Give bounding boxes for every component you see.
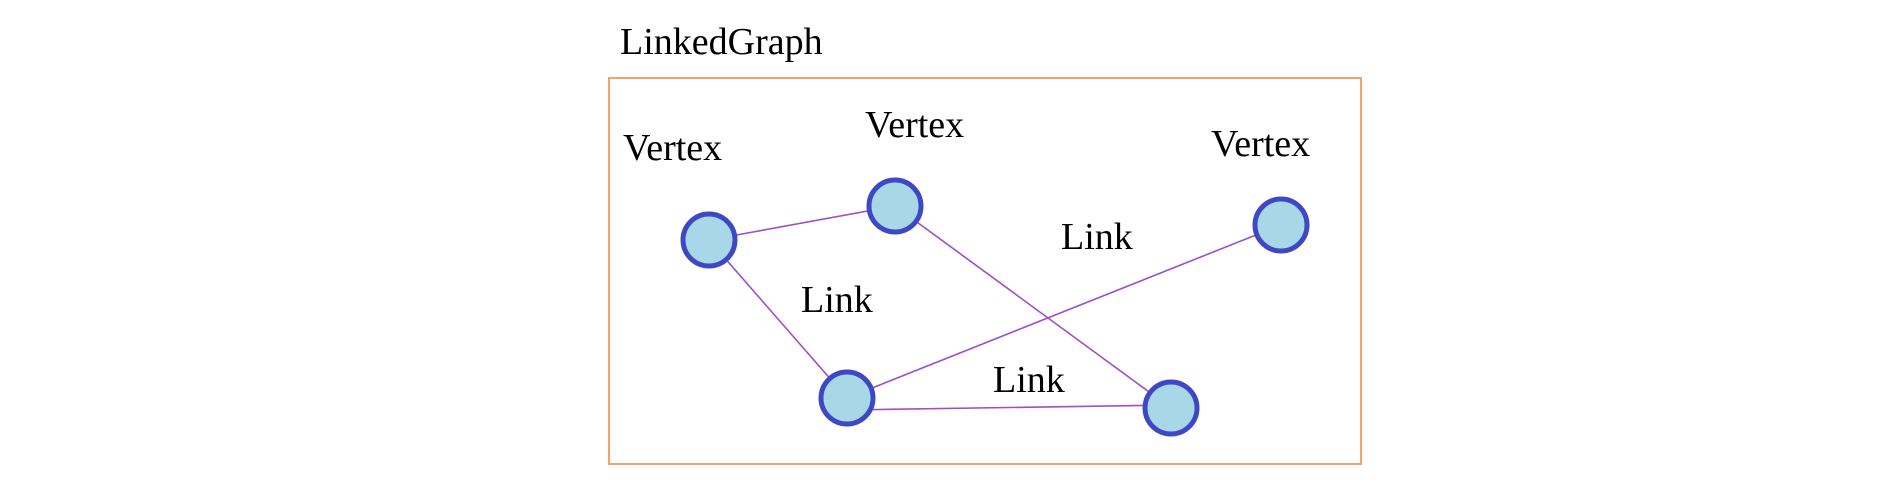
edges [708,205,1282,411]
vertex-node-1 [680,211,738,269]
graph-frame [608,77,1362,465]
edge-v1-v2 [708,205,896,241]
edge-v5-v3 [846,224,1282,399]
link-label-3: Link [993,359,1065,401]
edge-v1-v5 [708,239,848,399]
edge-v2-v4 [894,205,1172,409]
vertex-node-2 [866,177,924,235]
link-label-1: Link [1061,216,1133,258]
vertex-node-3 [1252,196,1310,254]
vertex-label-1: Vertex [623,127,722,169]
edge-v5-v4 [846,404,1172,411]
vertices [680,177,1310,437]
vertex-label-2: Vertex [865,104,964,146]
link-label-2: Link [801,279,873,321]
diagram-title: LinkedGraph [620,21,823,63]
vertex-label-3: Vertex [1211,123,1310,165]
vertex-node-5 [818,369,876,427]
vertex-node-4 [1142,379,1200,437]
